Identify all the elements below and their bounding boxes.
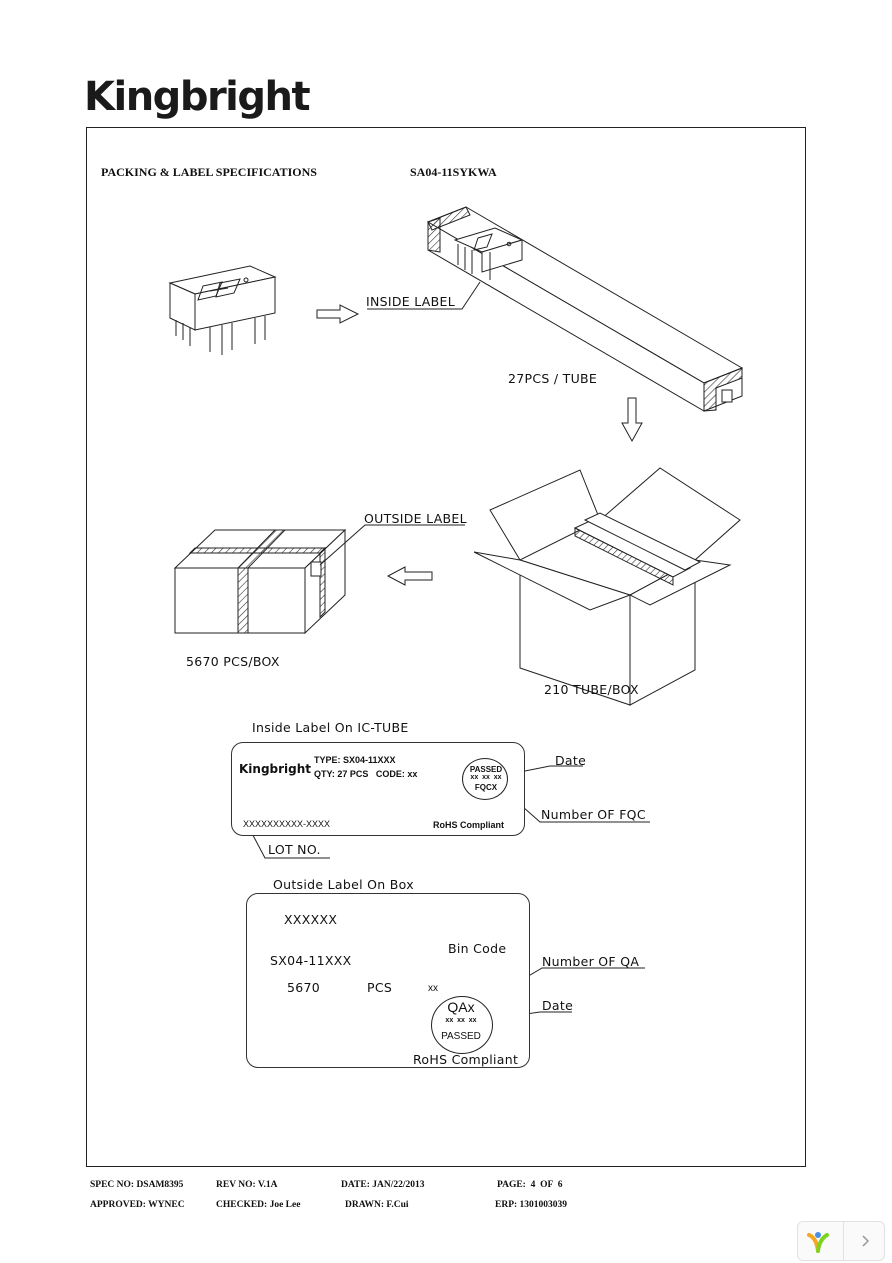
arrow-down-icon <box>621 397 643 443</box>
qa-stamp-bottom: PASSED <box>441 1031 481 1042</box>
tube-quantity: 27PCS / TUBE <box>508 371 598 386</box>
fqc-stamp-mid: xx xx xx <box>470 774 502 781</box>
footer-spec-no: SPEC NO: DSAM8395 <box>90 1180 184 1190</box>
led-display-component <box>168 265 277 355</box>
outside-tag-qty: 5670 <box>287 980 321 995</box>
outside-tag-bin-label: Bin Code <box>448 941 507 956</box>
callout-date-inside: Date <box>555 753 587 768</box>
brand-logo: Kingbright <box>84 74 311 120</box>
closed-box <box>173 528 347 635</box>
outside-tag-type: SX04-11XXX <box>270 953 352 968</box>
viewer-nav-widget <box>797 1221 885 1261</box>
open-carton <box>473 467 741 706</box>
outside-tag-code: XXXXXX <box>284 912 338 927</box>
outside-tag-unit: PCS <box>367 980 393 995</box>
inside-tag-caption: Inside Label On IC-TUBE <box>252 720 409 735</box>
section-title: PACKING & LABEL SPECIFICATIONS <box>101 165 317 179</box>
viewer-divider <box>843 1222 844 1260</box>
inside-tag-brand: Kingbright <box>239 762 312 776</box>
footer-approved: APPROVED: WYNEC <box>90 1200 185 1210</box>
outside-label-text: OUTSIDE LABEL <box>364 511 467 526</box>
qa-stamp <box>431 996 493 1054</box>
box-pcs: 5670 PCS/BOX <box>186 654 280 669</box>
outside-tag-bin-value: xx <box>428 983 438 994</box>
inside-label-text: INSIDE LABEL <box>366 294 455 309</box>
fqc-stamp-bottom: FQCX <box>474 783 498 792</box>
callout-qa: Number OF QA <box>542 954 640 969</box>
ic-tube <box>426 206 744 412</box>
footer-rev-no: REV NO: V.1A <box>216 1180 278 1190</box>
arrow-left-icon <box>386 566 433 586</box>
footer-page: PAGE: 4 OF 6 <box>497 1180 563 1190</box>
inside-tag-qty: QTY: 27 PCS CODE: xx <box>314 769 418 779</box>
footer-erp: ERP: 1301003039 <box>495 1200 568 1210</box>
callout-date-outside: Date <box>542 998 574 1013</box>
inside-tag-type: TYPE: SX04-11XXX <box>314 755 396 765</box>
outside-tag-caption: Outside Label On Box <box>273 877 414 892</box>
fqc-stamp-top: PASSED <box>469 765 503 774</box>
footer-checked: CHECKED: Joe Lee <box>216 1200 301 1210</box>
part-number: SA04-11SYKWA <box>410 165 497 179</box>
document-frame <box>86 127 806 1167</box>
box-tubes: 210 TUBE/BOX <box>544 682 639 697</box>
inside-tag-rohs: RoHS Compliant <box>433 820 504 830</box>
chevron-right-icon[interactable] <box>855 1231 875 1251</box>
callout-lot: LOT NO. <box>268 842 321 857</box>
viewer-logo-icon[interactable] <box>805 1229 831 1255</box>
footer-date: DATE: JAN/22/2013 <box>341 1180 425 1190</box>
qa-stamp-mid: xx xx xx <box>445 1017 477 1024</box>
callout-fqc: Number OF FQC <box>541 807 646 822</box>
footer-drawn: DRAWN: F.Cui <box>345 1200 409 1210</box>
arrow-right-icon <box>316 304 360 324</box>
outside-tag-rohs: RoHS Compliant <box>413 1052 519 1067</box>
qa-stamp-top: QAx <box>447 999 475 1015</box>
inside-tag-lot-code: XXXXXXXXXX-XXXX <box>243 819 331 829</box>
fqc-stamp <box>462 758 508 800</box>
